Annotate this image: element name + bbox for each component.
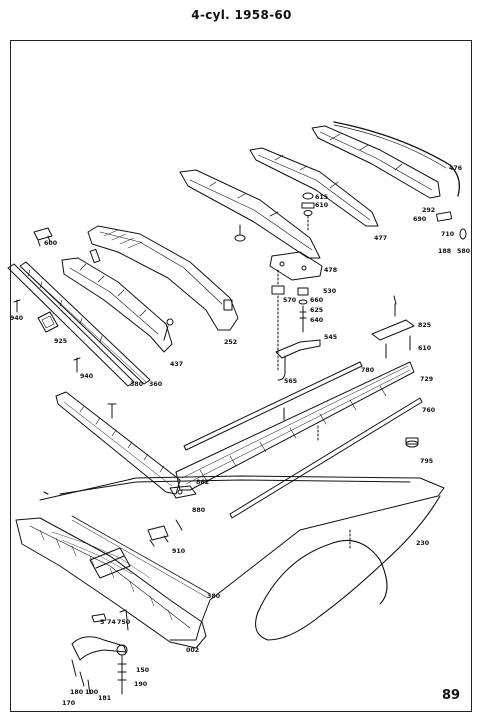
callout-880: 880 [192,507,206,514]
callout-002: 002 [186,647,199,654]
strip-760 [229,397,423,519]
callout-625: 625 [310,307,323,314]
seal-360 [19,261,151,385]
plate-925 [37,311,59,333]
bow-476 [333,121,461,197]
callout-710: 710 [441,231,455,238]
rail-862 [55,391,181,495]
page-title: 4-cyl. 1958-60 [191,8,292,22]
frame-437 [61,257,173,353]
callout-360: 360 [149,381,163,388]
callout-437: 437 [170,361,183,368]
callout-910: 910 [172,548,186,555]
callout-660: 660 [310,297,324,304]
bow-292 [311,125,441,199]
bow-252 [87,225,239,331]
callout-477: 477 [374,235,387,242]
callout-530: 530 [323,288,337,295]
callout-476: 476 [449,165,463,172]
strip-780 [183,361,363,451]
callout-100: 100 [85,689,99,696]
part-580 [459,228,467,240]
page-number: 89 [442,688,461,703]
clip-910 [147,525,169,541]
callout-690: 690 [413,216,427,223]
callout-380-bottom: 380 [207,593,221,600]
latch-handle [71,636,127,661]
front-bow [15,517,207,649]
callout-380-top: 380 [130,381,144,388]
callout-150: 150 [136,667,150,674]
callout-188: 188 [438,248,451,255]
callout-478: 478 [324,267,337,274]
bracket-478 [269,251,323,281]
callout-181: 181 [98,695,111,702]
callout-610-right: 610 [418,345,432,352]
callout-925: 925 [54,338,67,345]
callout-170: 170 [62,700,76,707]
bracket-545 [275,339,321,359]
callout-750: 750 [117,619,131,626]
part-710 [436,211,453,222]
callout-610-top: 610 [315,202,329,209]
callout-74: 74 [107,619,116,626]
callout-940-mid: 940 [80,373,94,380]
hinge-880 [169,485,197,499]
callout-565: 565 [284,378,297,385]
callout-600: 600 [44,240,58,247]
callout-825: 825 [418,322,431,329]
bow-upper [179,169,321,259]
callout-570: 570 [283,297,297,304]
callout-230: 230 [416,540,430,547]
diagram-frame [10,40,472,712]
callout-760: 760 [422,407,436,414]
callout-940-left: 940 [10,315,24,322]
callout-190: 190 [134,681,148,688]
callout-862: 862 [196,479,209,486]
callout-615: 615 [315,194,328,201]
callout-729: 729 [420,376,433,383]
top-cover-230 [39,475,445,641]
seal-380a [7,263,135,387]
callout-292: 292 [422,207,435,214]
callout-252: 252 [224,339,237,346]
clip-600 [33,227,53,241]
callout-795: 795 [420,458,433,465]
callout-640: 640 [310,317,324,324]
callout-180: 180 [70,689,84,696]
callout-5: 5 [100,619,104,626]
callout-545: 545 [324,334,337,341]
callout-780: 780 [361,367,375,374]
callout-580: 580 [457,248,471,255]
